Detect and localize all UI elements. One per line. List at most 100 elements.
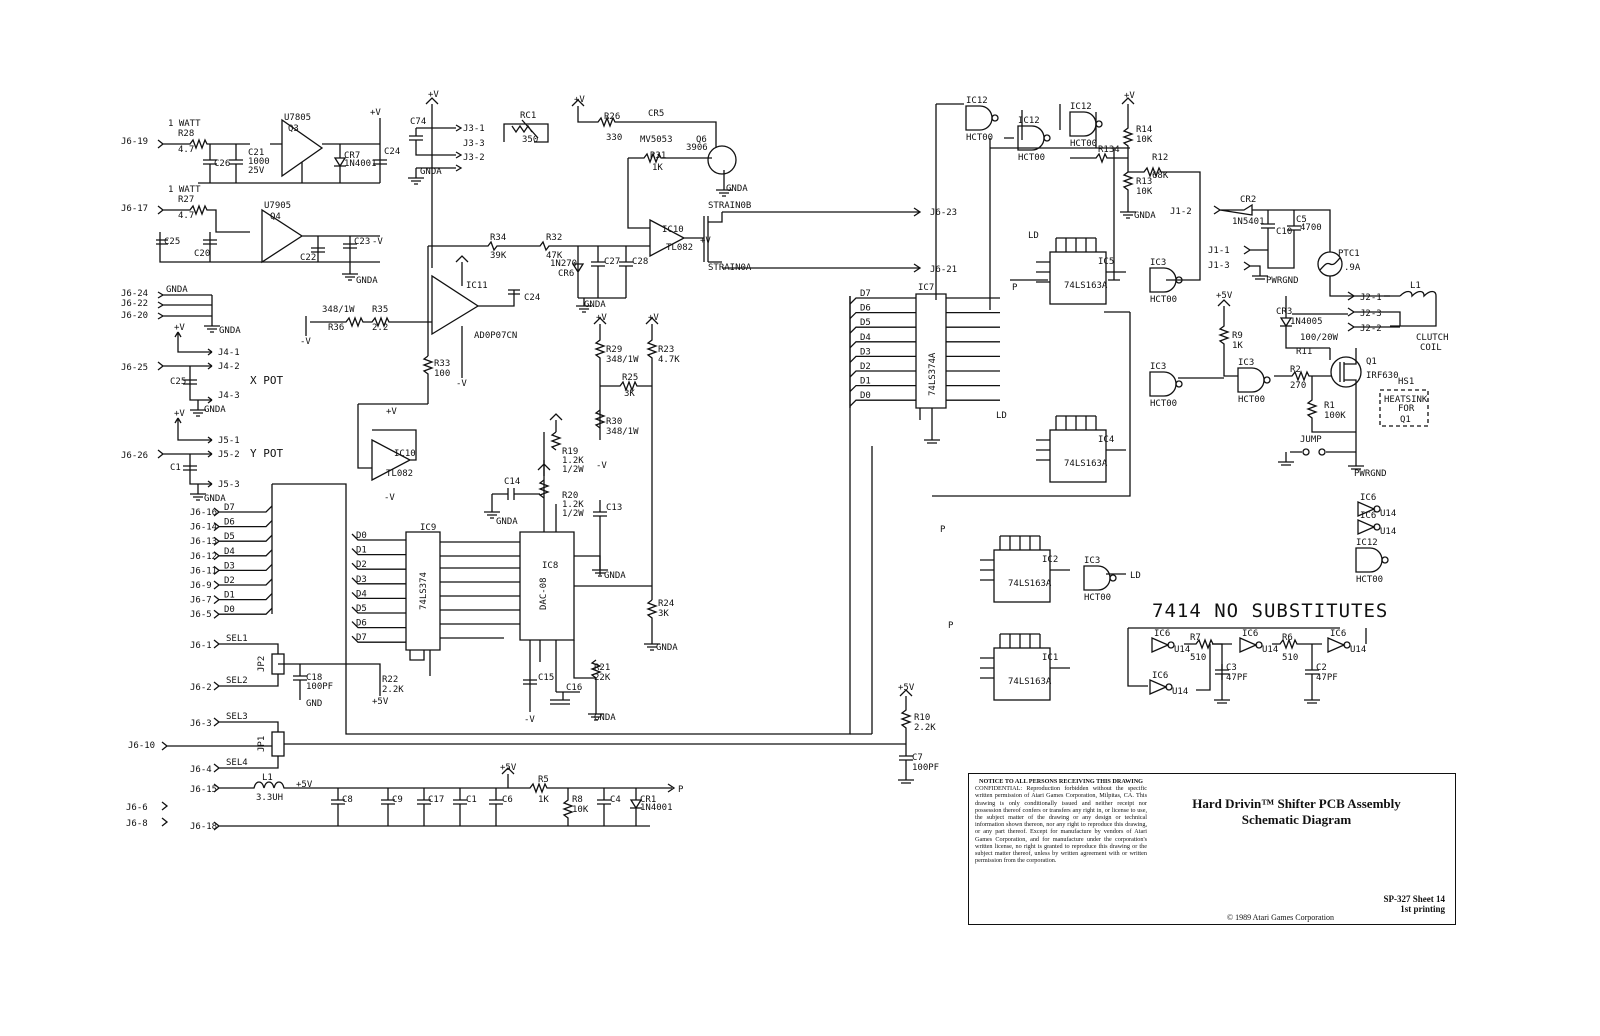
part-value: 100K [1324,411,1346,421]
counter-chip [1049,251,1107,305]
part-value: 1N5401 [1232,217,1265,227]
connector-label: J1-3 [1208,261,1230,271]
part-ref: R35 [372,305,388,315]
part-ref: U14 [1262,645,1278,655]
latch-line [849,341,1000,349]
gate-bubble [1255,641,1263,649]
part-ref: 74LS374 [419,572,429,610]
latch-line [849,355,1000,363]
bus-label: D7 [860,289,871,299]
heatsink-label: Q1 [1400,415,1411,425]
title-line-2: Schematic Diagram [1241,812,1352,827]
part-value: 2.2K [914,723,936,733]
bus-entry [351,533,406,541]
part-ref: IC11 [466,281,488,291]
net-label: P [940,525,946,535]
part-value: 510 [1190,653,1206,663]
counter-pins [1036,415,1126,461]
heatsink-label: FOR [1398,404,1415,414]
schmitt-inverter [1239,637,1258,653]
part-value: 100/20W [1300,333,1339,343]
part-ref: C14 [504,477,520,487]
bias-network: +V +V R29 348/1W R23 4.7K R25 3K R30 348… [593,313,680,600]
part-ref: IC6 [1360,511,1376,521]
counters: IC574LS163AIC474LS163AIC274LS163AIC174LS… [980,237,1126,701]
part-ref: C9 [392,795,403,805]
net-label: SEL2 [226,676,248,686]
bus-label: D7 [224,503,235,513]
part-value: 100PF [306,682,333,692]
part-ref: R6 [1282,633,1293,643]
part-value: 10K [1136,187,1153,197]
bus-entry [213,593,273,605]
bus-label: D5 [860,318,871,328]
annotation: 1 WATT [168,119,201,129]
part-ref: IC6 [1360,493,1376,503]
connector-label: J6-16 [190,508,217,518]
part-ref: C7 [912,753,923,763]
connector-label: J2-1 [1360,293,1382,303]
counter-chip [1049,429,1107,483]
connector-label: J4-3 [218,391,240,401]
offset-amplifier: R34 39K R32 47K 1N270 CR6 C27 C28 GNDA I… [300,233,650,503]
part-ref: R5 [538,775,549,785]
part-ref: R27 [178,195,194,205]
no-substitutes-note: 7414 NO SUBSTITUTES [1152,600,1389,622]
net-label: +V [428,90,439,100]
latch-line [849,399,1000,407]
part-ref: C2 [1316,663,1327,673]
part-ref: IC6 [1330,629,1346,639]
part-value: 100 [434,369,450,379]
net-label: -V [384,493,395,503]
part-value: 3.3UH [256,793,283,803]
net-label: +5V [296,780,313,790]
part-value: 348/1W [322,305,355,315]
part-ref: CR2 [1240,195,1256,205]
part-value: 1K [538,795,549,805]
bus-label: D0 [224,605,235,615]
part-ref: L1 [262,773,273,783]
part-ref: IC6 [1242,629,1258,639]
part-ref: R32 [546,233,562,243]
confidentiality-notice: NOTICE TO ALL PERSONS RECEIVING THIS DRA… [975,778,1147,864]
gate-bubble [1095,120,1103,128]
net-label: GNDA [420,167,442,177]
part-ref: IC10 [662,225,684,235]
part-ref: IC8 [542,561,558,571]
filter-resistor-diode [562,788,643,826]
connector-label: J6-2 [190,683,212,693]
net-label: -V [524,715,535,725]
part-ref: IC1 [1042,653,1058,663]
part-value: 39K [490,251,507,261]
x-pot-label: X POT [250,374,283,387]
net-label: +5V [1216,291,1233,301]
bus-entry [351,548,406,556]
connector-label: J5-1 [218,436,240,446]
connector-label: J5-2 [218,450,240,460]
schmitt-inverter [1357,501,1376,517]
part-ref: IC5 [1098,257,1114,267]
bus-label: D1 [356,546,367,556]
gate-bubble [1109,574,1117,582]
part-value: 22K [594,673,611,683]
filter-capacitor [331,788,345,826]
counter-pins [1036,237,1126,283]
bus-label: D2 [860,362,871,372]
net-label: SEL1 [226,634,248,644]
part-ref: U14 [1380,509,1396,519]
bus-entry [213,549,273,561]
schmitt-inverter [1357,519,1376,535]
part-value: 10K [572,805,589,815]
bus-label: D3 [860,347,871,357]
connector-label: J6-1 [190,641,212,651]
part-ref: R7 [1190,633,1201,643]
part-ref: IC12 [1018,116,1040,126]
drawing-title: Hard Drivin™ Shifter PCB Assembly Schema… [1169,796,1424,828]
nand-gate [965,105,993,131]
part-ref: IC2 [1042,555,1058,565]
part-ref: R1 [1324,401,1335,411]
part-value: 1N4005 [1290,317,1323,327]
part-value: 2.2K [382,685,404,695]
part-ref: U7805 [284,113,311,123]
